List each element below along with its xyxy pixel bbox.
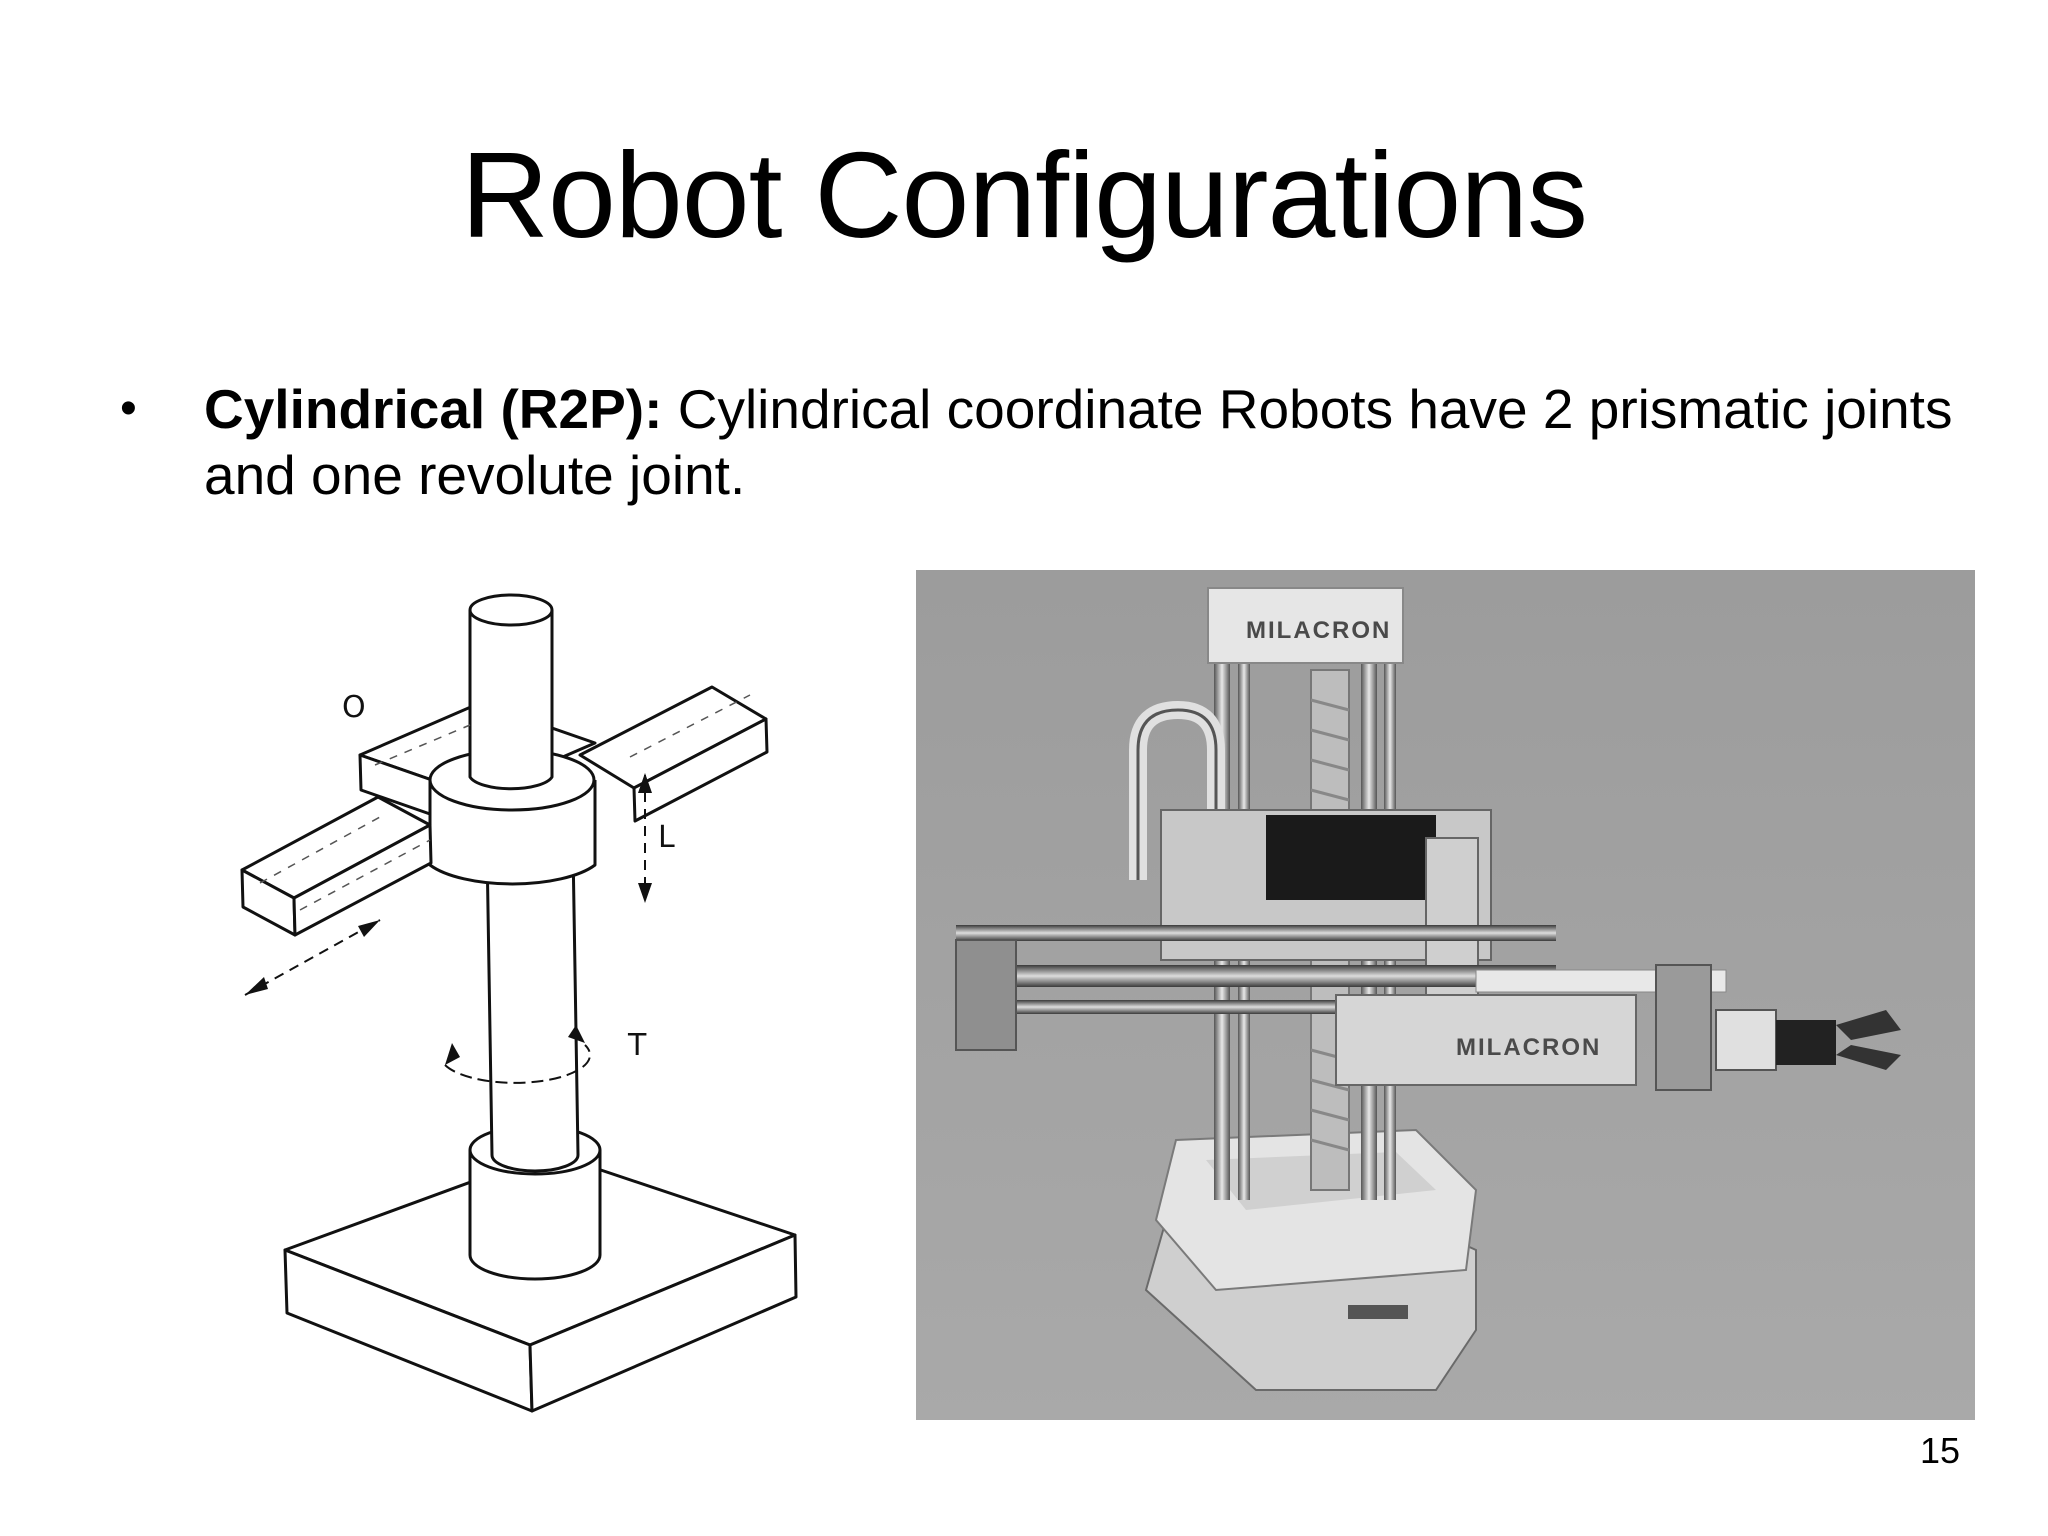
radial-arm-front: [240, 795, 433, 937]
radial-motion-arrow: [244, 919, 381, 996]
photo-brand-arm: MILACRON: [1456, 1034, 1601, 1061]
photo-gripper: [1715, 1009, 1901, 1071]
label-l: L: [658, 820, 675, 855]
rotation-motion-arrow: [444, 1044, 591, 1084]
page-number: 15: [1919, 1430, 1960, 1471]
slide-title: Robot Configurations: [460, 127, 1588, 263]
bullet-term: Cylindrical (R2P):: [204, 378, 663, 440]
bullet-marker: •: [120, 382, 137, 435]
upper-column: [468, 593, 554, 791]
bullet-text: Cylindrical (R2P): Cylindrical coordinat…: [204, 376, 1964, 508]
radial-arm-back: [578, 685, 769, 823]
photo-brand-top: MILACRON: [1246, 617, 1391, 644]
photo-top-block: MILACRON: [1207, 587, 1404, 664]
label-o: O: [342, 690, 366, 725]
label-t: T: [627, 1028, 647, 1063]
bullet-description: Cylindrical coordinate Robots have 2 pri…: [204, 378, 1953, 506]
photo-horizontal-arm: MILACRON: [955, 925, 1727, 1091]
robot-photo: MILACRON MILACRON: [916, 570, 1975, 1420]
cylindrical-robot-diagram: O L T: [240, 593, 798, 1413]
